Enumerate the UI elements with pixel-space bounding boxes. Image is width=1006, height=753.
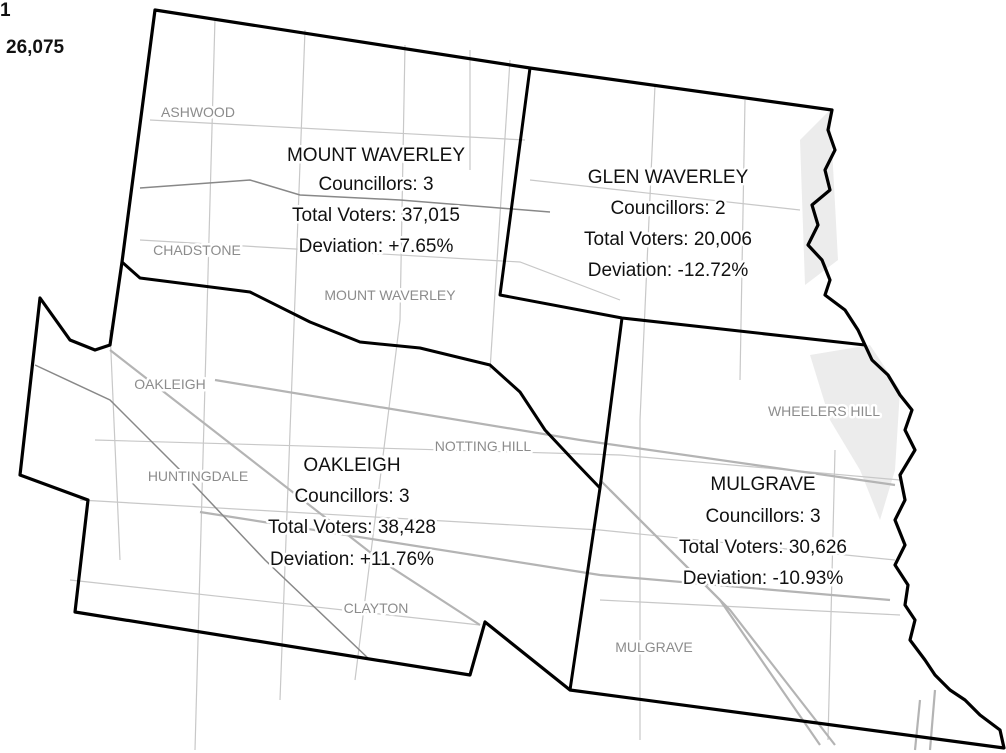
ward-deviation: Deviation: +11.76% xyxy=(270,549,434,570)
header-line-2: 26,075 xyxy=(6,37,65,58)
ward-voters: Total Voters: 38,428 xyxy=(268,517,436,538)
ward-name: MOUNT WAVERLEY xyxy=(287,145,465,166)
ward-glen-waverley: GLEN WAVERLEY Councillors: 2 Total Voter… xyxy=(582,165,755,284)
ward-deviation: Deviation: -10.93% xyxy=(683,568,844,589)
ward-voters: Total Voters: 37,015 xyxy=(292,205,460,226)
locality-ashwood: ASHWOOD xyxy=(161,104,235,120)
header-line-1: 1 xyxy=(0,0,11,21)
ward-councillors: Councillors: 2 xyxy=(610,198,725,219)
ward-name: GLEN WAVERLEY xyxy=(588,167,749,188)
locality-oakleigh: OAKLEIGH xyxy=(134,376,206,392)
major-roads xyxy=(109,349,937,751)
ward-oakleigh: OAKLEIGH Councillors: 3 Total Voters: 38… xyxy=(266,453,439,573)
ward-boundaries xyxy=(121,67,866,691)
locality-mulgrave: MULGRAVE xyxy=(615,639,693,655)
ward-name: OAKLEIGH xyxy=(303,455,400,476)
road-network xyxy=(69,17,901,751)
locality-notting-hill: NOTTING HILL xyxy=(435,438,532,454)
locality-labels: ASHWOOD CHADSTONE MOUNT WAVERLEY OAKLEIG… xyxy=(132,102,883,658)
ward-voters: Total Voters: 30,626 xyxy=(679,537,847,558)
locality-mount-waverley: MOUNT WAVERLEY xyxy=(324,287,456,303)
ward-mount-waverley: MOUNT WAVERLEY Councillors: 3 Total Vote… xyxy=(284,143,467,260)
locality-huntingdale: HUNTINGDALE xyxy=(148,468,248,484)
railway-lines xyxy=(34,179,551,661)
ward-councillors: Councillors: 3 xyxy=(705,506,820,527)
ward-deviation: Deviation: +7.65% xyxy=(299,236,454,257)
municipal-boundary xyxy=(18,8,1006,750)
locality-wheelers-hill: WHEELERS HILL xyxy=(768,403,880,419)
ward-deviation: Deviation: -12.72% xyxy=(588,260,749,281)
ward-voters: Total Voters: 20,006 xyxy=(584,229,752,250)
ward-name: MULGRAVE xyxy=(710,474,815,495)
locality-chadstone: CHADSTONE xyxy=(153,242,241,258)
ward-councillors: Councillors: 3 xyxy=(294,486,409,507)
locality-clayton: CLAYTON xyxy=(344,600,409,616)
ward-mulgrave: MULGRAVE Councillors: 3 Total Voters: 30… xyxy=(677,472,850,592)
ward-councillors: Councillors: 3 xyxy=(318,174,433,195)
